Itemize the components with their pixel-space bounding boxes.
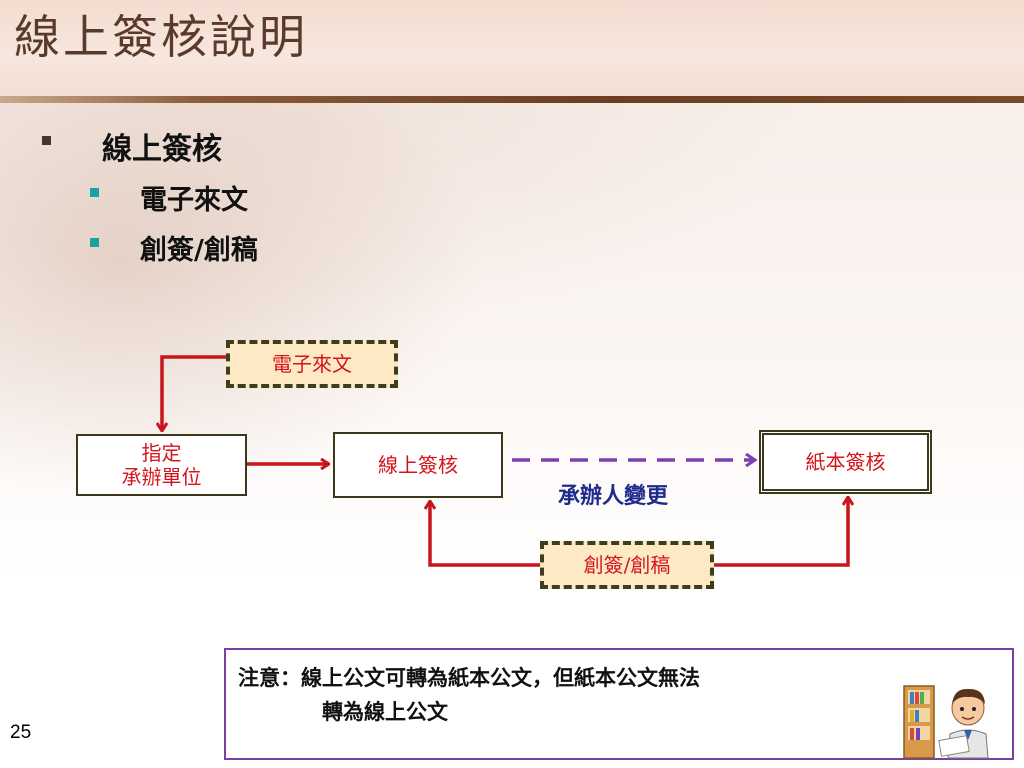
bookshelf-reader-icon [903,685,989,759]
new-draft-label: 創簽/創稿 [583,553,671,577]
electronic-doc-label: 電子來文 [272,352,352,376]
bullet-level1-text: 線上簽核 [102,132,222,167]
new-draft-box: 創簽/創稿 [540,541,714,589]
online-signoff-label: 線上簽核 [378,453,458,477]
note-box: 注意：線上公文可轉為紙本公文，但紙本公文無法 轉為線上公文 [224,648,1014,760]
arrow-draft-to-paper [712,498,848,567]
bullet-level2-text: 創簽/創稿 [140,235,258,266]
teal-square-bullet-icon [90,238,99,247]
note-line2: 轉為線上公文 [322,699,448,724]
square-bullet-icon [42,136,51,145]
online-signoff-box: 線上簽核 [333,432,503,498]
paper-signoff-label: 紙本簽核 [805,450,886,474]
assign-unit-label-line1: 指定 [141,441,182,465]
title-bar [0,0,1024,96]
title-divider [0,96,1024,103]
paper-signoff-box: 紙本簽核 [759,430,932,494]
note-line1: 注意：線上公文可轉為紙本公文，但紙本公文無法 [238,665,700,690]
page-number: 25 [10,722,32,743]
assign-unit-box: 指定 承辦單位 [76,434,247,496]
bullet-level2-text: 電子來文 [140,185,248,216]
page-title: 線上簽核說明 [14,10,308,64]
arrow-doc-to-assign [162,355,226,430]
assign-unit-label-line2: 承辦單位 [121,465,202,489]
electronic-doc-box: 電子來文 [226,340,398,388]
teal-square-bullet-icon [90,188,99,197]
arrow-draft-to-online [430,502,543,567]
handler-change-label: 承辦人變更 [558,483,669,509]
